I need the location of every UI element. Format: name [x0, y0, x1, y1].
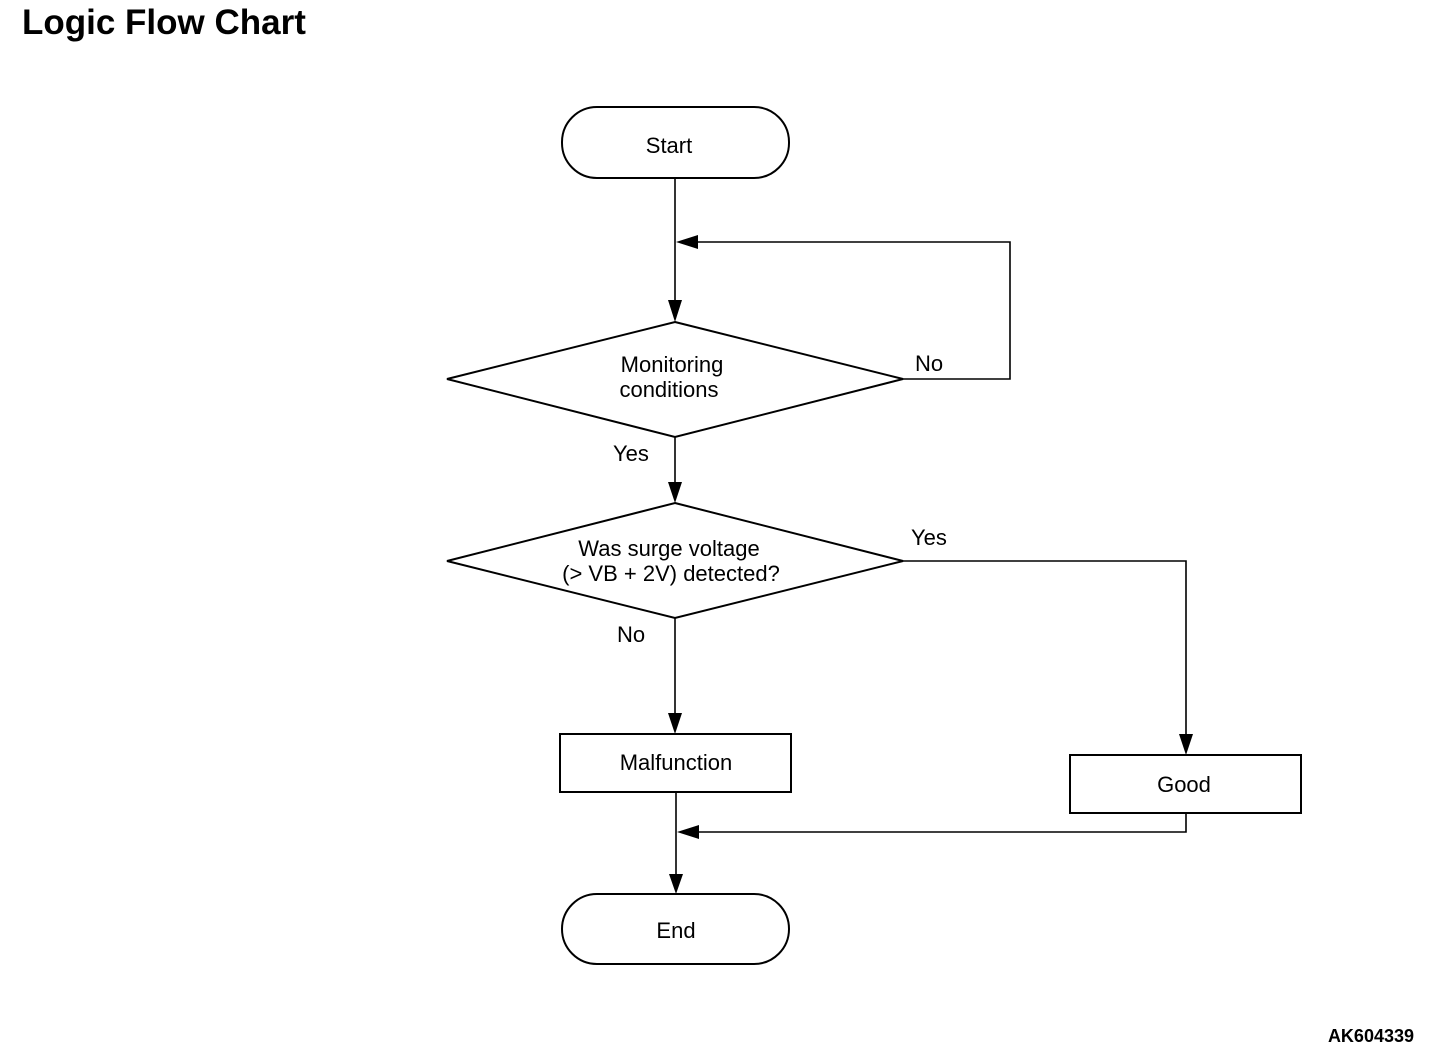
decision-1-line1: Monitoring: [621, 352, 724, 377]
connector-surge-to-good: [903, 560, 1187, 736]
arrowhead-merge: [677, 825, 699, 839]
arrowhead-into-malfunction: [668, 713, 682, 734]
decision-2-line1: Was surge voltage: [578, 536, 759, 561]
end-terminal-shape: [561, 893, 790, 965]
decision-1-yes-label: Yes: [613, 441, 649, 466]
decision-1-no-label: No: [915, 351, 943, 376]
figure-id: AK604339: [1327, 1026, 1414, 1046]
good-label: Good: [1157, 772, 1211, 797]
page-title: Logic Flow Chart: [22, 3, 306, 42]
good-box: [1069, 754, 1302, 814]
end-label: End: [656, 918, 695, 943]
start-label: Start: [646, 133, 692, 158]
decision-1-line2: conditions: [619, 377, 718, 402]
decision-monitoring-conditions: Monitoring conditions: [446, 320, 904, 439]
malfunction-node: Malfunction: [559, 733, 792, 793]
arrowhead-into-monitoring: [668, 300, 682, 322]
arrowhead-into-surge-check: [668, 482, 682, 503]
connector-good-to-merge: [698, 813, 1187, 833]
start-node: Start: [561, 106, 790, 179]
arrowhead-into-good: [1179, 734, 1193, 755]
connector-no-loop-back: [695, 241, 1011, 380]
end-node: End: [561, 893, 790, 965]
arrowhead-into-end: [669, 874, 683, 894]
malfunction-box: [559, 733, 792, 793]
arrowhead-loop-return: [676, 235, 698, 249]
decision-2-no-label: No: [617, 622, 645, 647]
decision-2-line2: (> VB + 2V) detected?: [562, 561, 780, 586]
decision-surge-voltage: Was surge voltage (> VB + 2V) detected?: [446, 501, 904, 620]
decision-2-yes-label: Yes: [911, 525, 947, 550]
malfunction-label: Malfunction: [620, 750, 733, 775]
good-node: Good: [1069, 754, 1302, 814]
